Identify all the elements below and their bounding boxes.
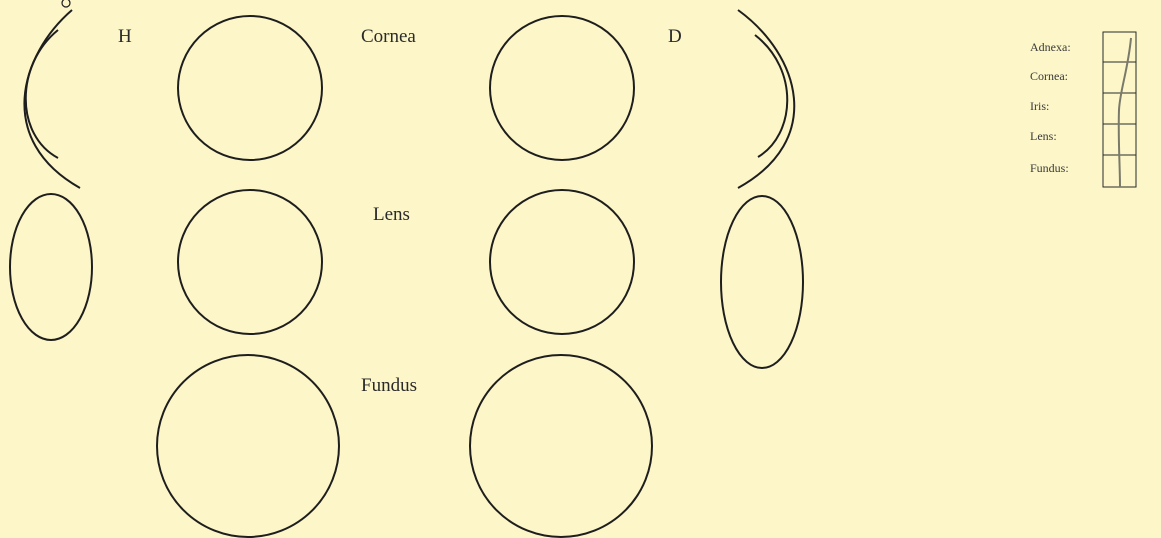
lens-label: Lens — [373, 205, 410, 224]
left-adnexa-outer-arc — [24, 10, 80, 188]
right-cornea-circle — [490, 16, 634, 160]
left-adnexa-inner-arc — [26, 30, 58, 158]
right-adnexa-inner-arc — [755, 35, 787, 157]
legend-pencil-mark — [1119, 38, 1131, 187]
legend-item-adnexa: Adnexa: — [1030, 41, 1071, 53]
legend-item-cornea: Cornea: — [1030, 70, 1068, 82]
right-lens-circle — [490, 190, 634, 334]
left-eye-label: H — [118, 27, 132, 46]
fundus-label: Fundus — [361, 376, 417, 395]
left-cornea-circle — [178, 16, 322, 160]
legend-item-iris: Iris: — [1030, 100, 1049, 112]
legend-item-fundus: Fundus: — [1030, 162, 1069, 174]
right-eye-label: D — [668, 27, 682, 46]
left-fundus-circle — [157, 355, 339, 537]
left-lens-profile-ellipse — [10, 194, 92, 340]
right-adnexa-outer-arc — [738, 10, 794, 188]
legend-item-lens: Lens: — [1030, 130, 1057, 142]
right-lens-profile-ellipse — [721, 196, 803, 368]
left-lens-circle — [178, 190, 322, 334]
top-left-mark — [62, 0, 70, 7]
right-fundus-circle — [470, 355, 652, 537]
cornea-label: Cornea — [361, 27, 416, 46]
